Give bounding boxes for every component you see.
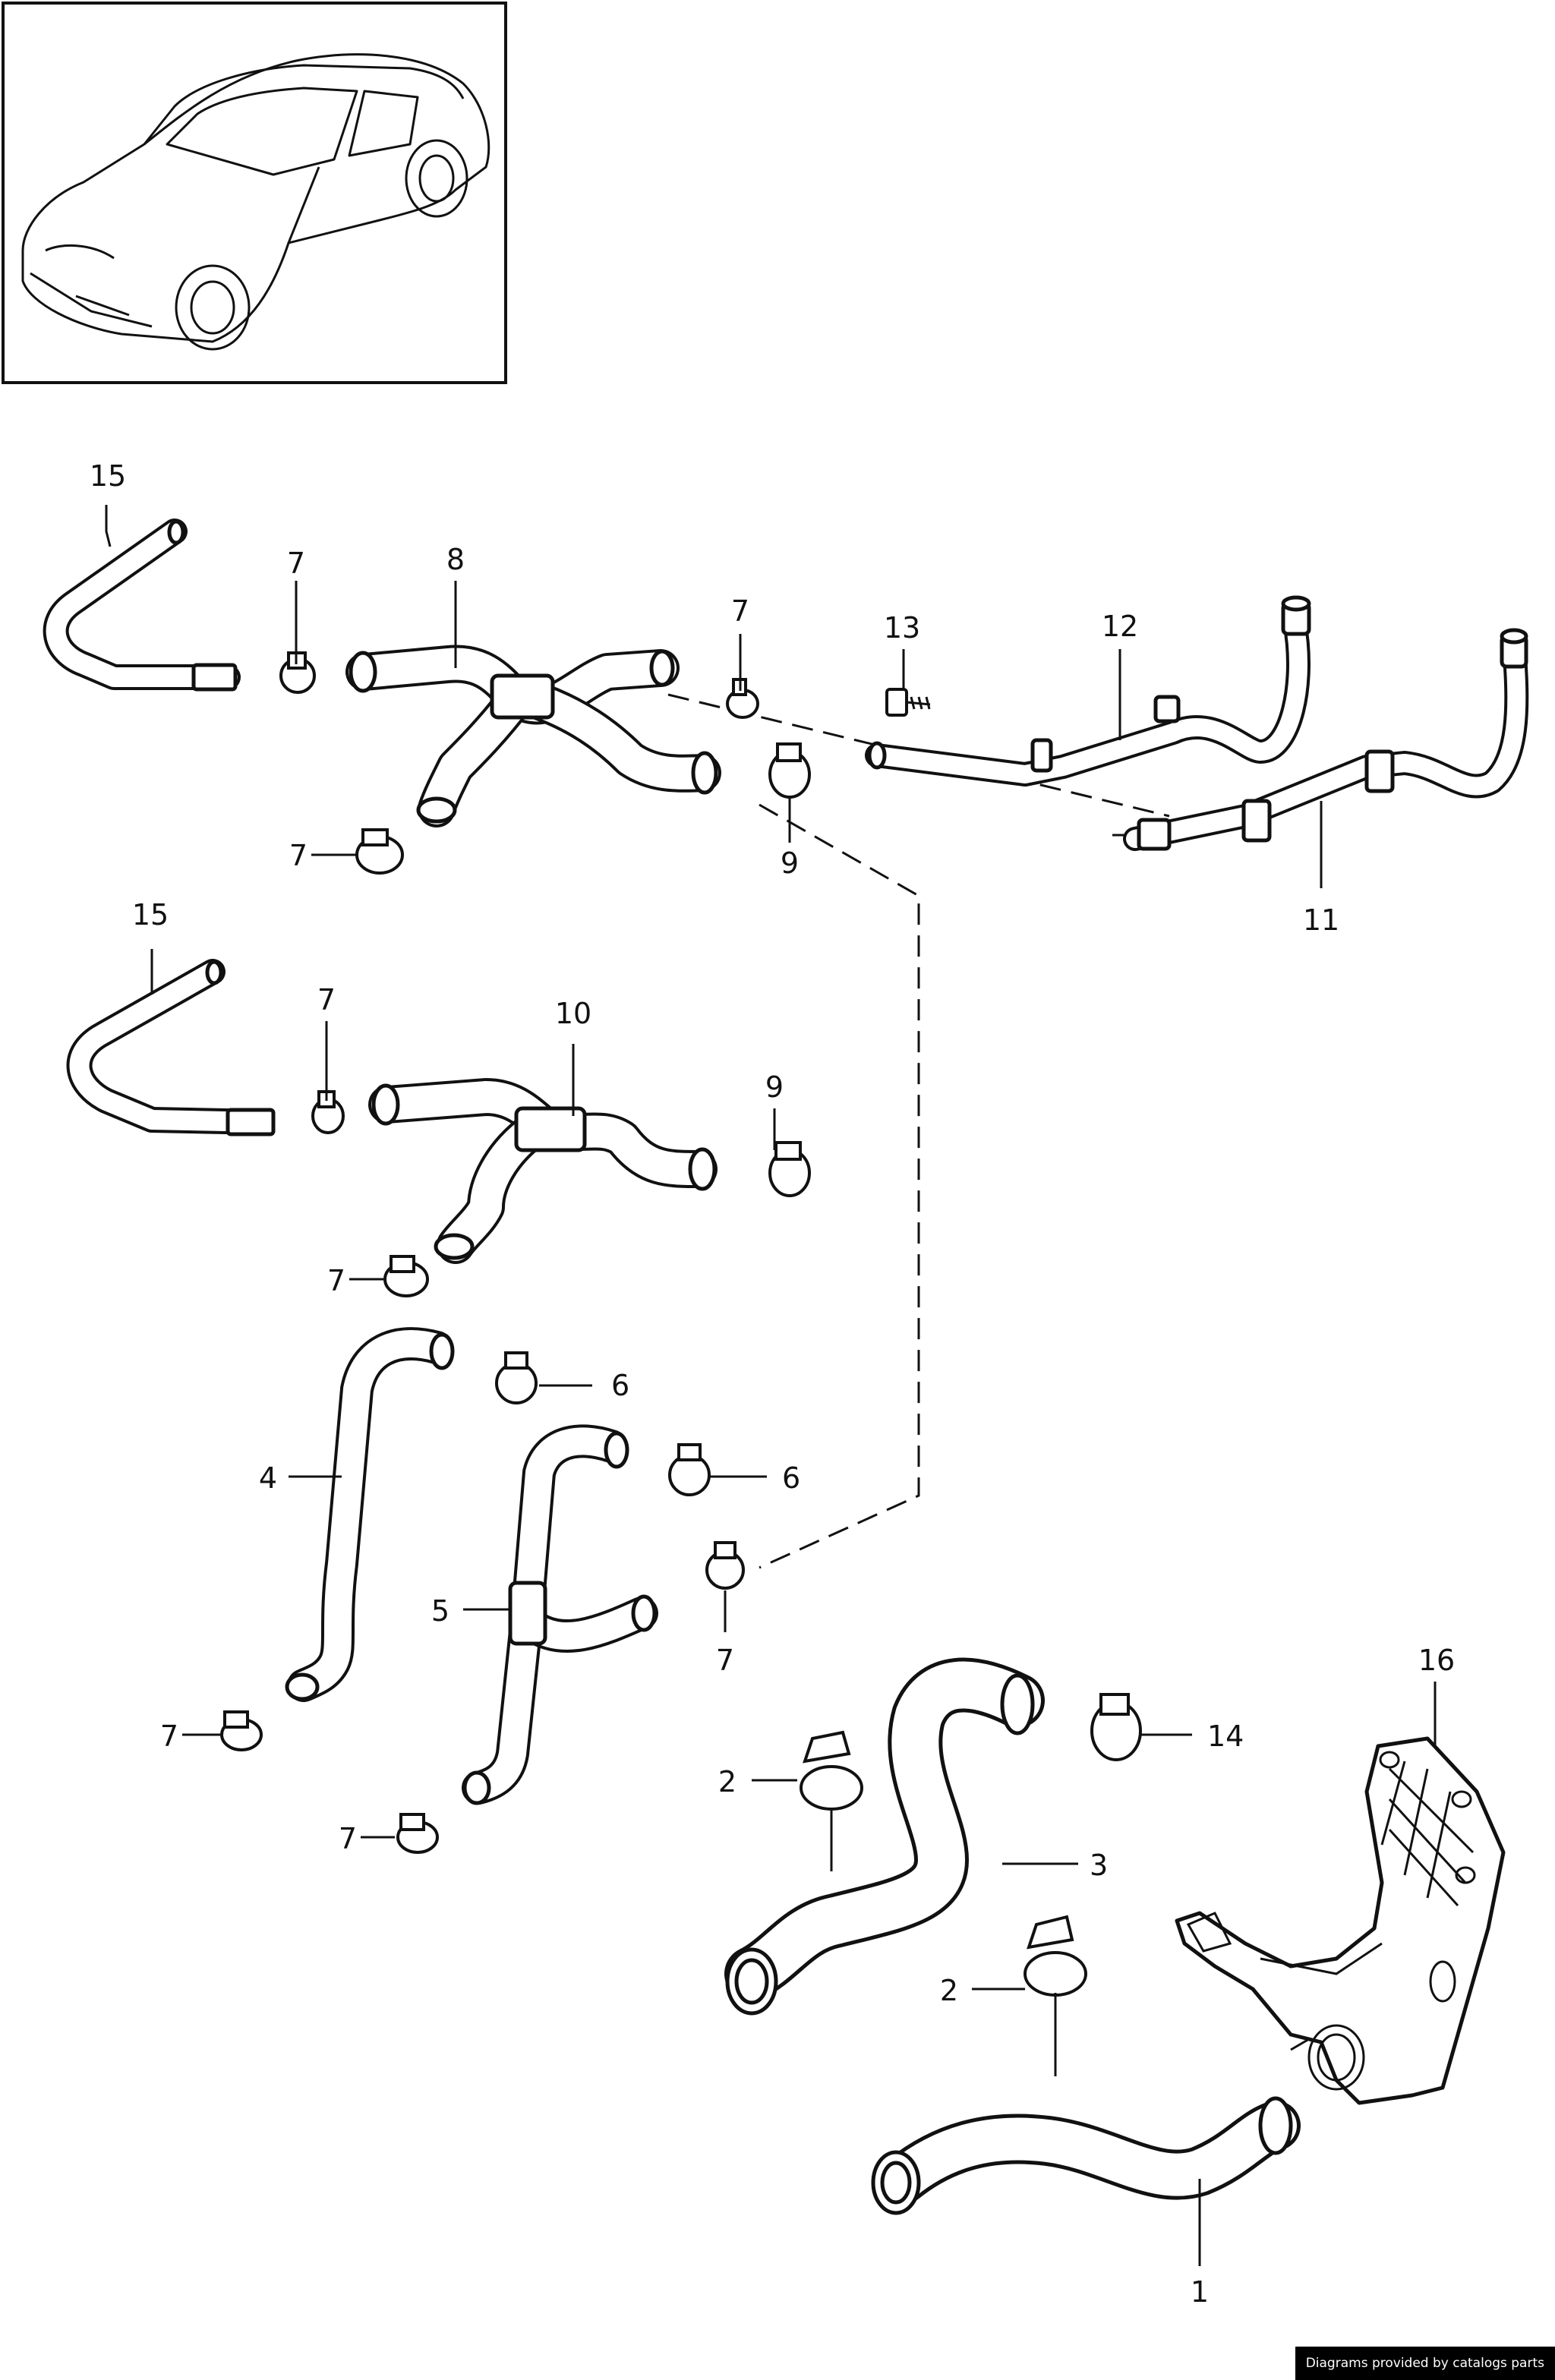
part-1-hose xyxy=(871,2096,1301,2215)
part-11-pipe xyxy=(1123,628,1529,851)
part-15-hose-upper xyxy=(43,519,241,692)
callout-labels: 15 7 8 7 13 12 9 7 11 15 7 10 9 7 6 4 6 … xyxy=(90,459,1455,2309)
part-8-y-hose xyxy=(345,645,721,827)
clip-7-c xyxy=(355,828,404,875)
callout-6-a: 6 xyxy=(611,1369,629,1402)
callout-10: 10 xyxy=(555,997,591,1030)
part-4-hose xyxy=(285,1327,455,1702)
callout-2-b: 2 xyxy=(940,1974,958,2007)
callout-7-f: 7 xyxy=(160,1720,178,1753)
clip-6-a xyxy=(495,1351,538,1404)
callout-leaders xyxy=(105,505,1437,2266)
part-12-pipe xyxy=(865,595,1311,787)
callout-14: 14 xyxy=(1207,1720,1244,1753)
clip-7-e xyxy=(383,1255,429,1297)
callout-16: 16 xyxy=(1418,1644,1455,1677)
clip-2-b xyxy=(1024,1915,1087,1997)
clip-7-g xyxy=(705,1541,745,1590)
callout-7-h: 7 xyxy=(339,1822,357,1855)
callout-9-b: 9 xyxy=(765,1070,784,1104)
callout-7-g: 7 xyxy=(716,1644,734,1677)
callout-9-a: 9 xyxy=(781,846,799,880)
part-13-bolt xyxy=(885,688,931,717)
callout-12: 12 xyxy=(1102,610,1138,643)
part-5-hose xyxy=(462,1424,658,1805)
callout-4: 4 xyxy=(259,1461,277,1495)
dashed-connection-lines xyxy=(667,693,1337,2051)
clip-7-d xyxy=(311,1090,345,1134)
callout-3: 3 xyxy=(1090,1849,1108,1882)
callout-1: 1 xyxy=(1191,2275,1209,2309)
callout-7-d: 7 xyxy=(317,983,336,1017)
clip-14 xyxy=(1090,1693,1142,1761)
clip-6-b xyxy=(668,1443,711,1496)
callout-6-b: 6 xyxy=(782,1461,800,1495)
callout-7-b: 7 xyxy=(731,594,749,628)
clip-7-a xyxy=(279,651,316,694)
footer-credit: Diagrams provided by catalogs parts xyxy=(1295,2347,1555,2380)
part-15-hose-lower xyxy=(66,959,276,1136)
callout-7-c: 7 xyxy=(289,839,308,872)
car-thumbnail xyxy=(2,2,507,384)
callout-5: 5 xyxy=(431,1594,449,1628)
callout-15-lower: 15 xyxy=(132,898,169,932)
clip-2-a xyxy=(800,1730,863,1811)
callout-13: 13 xyxy=(884,611,920,645)
clip-7-b xyxy=(726,678,759,719)
clip-7-h xyxy=(396,1813,439,1854)
part-16-housing xyxy=(1175,1736,1506,2105)
callout-2-a: 2 xyxy=(718,1765,736,1798)
clip-7-f xyxy=(220,1710,263,1751)
callout-7-a: 7 xyxy=(287,547,305,580)
callout-7-e: 7 xyxy=(327,1264,345,1297)
callout-8: 8 xyxy=(446,543,465,576)
clip-9-b xyxy=(768,1141,811,1197)
callout-11: 11 xyxy=(1303,903,1339,937)
callout-15-upper: 15 xyxy=(90,459,126,493)
clip-9-a xyxy=(768,742,811,799)
part-10-y-hose xyxy=(368,1078,718,1264)
part-3-hose xyxy=(724,1657,1045,2016)
